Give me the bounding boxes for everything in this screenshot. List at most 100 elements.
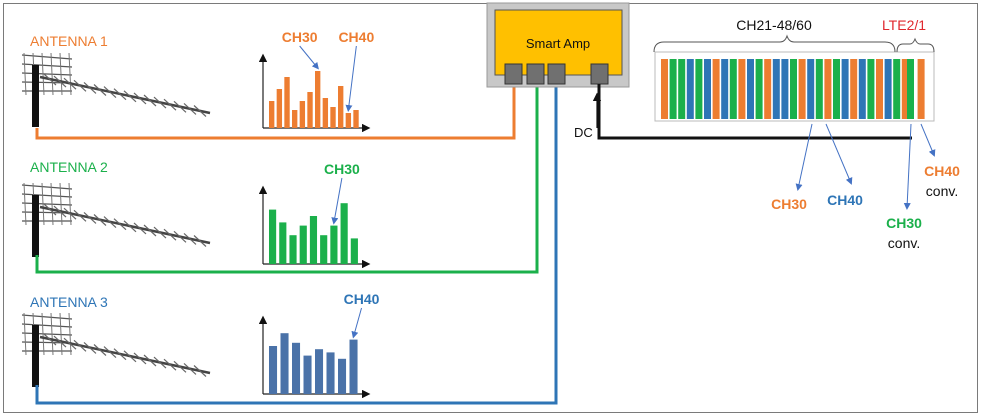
callout-label: CH40 [338, 29, 374, 45]
chart-bar [322, 98, 329, 128]
callout-arrow [331, 177, 343, 225]
out-arrow-ch40-conv [920, 123, 936, 157]
spectrum-channel-bar [721, 59, 729, 119]
chart-bar [269, 209, 277, 264]
spectrum-channel-bar [790, 59, 797, 119]
spectrum-channel-bar [764, 59, 772, 119]
antenna-1-label: ANTENNA 1 [30, 33, 108, 49]
out-ch40-label: CH40 [827, 192, 863, 208]
spectrum-channel-bar [833, 59, 840, 119]
out-ch30-conv-label: CH30 [886, 215, 922, 231]
lte-label: LTE2/1 [882, 17, 926, 33]
spectrum-channel-bar [704, 59, 711, 119]
spectrum-channel-bar [893, 59, 901, 119]
spectrum-channel-bar [850, 59, 858, 119]
chart-bar [299, 225, 307, 264]
antenna-3-icon [21, 312, 211, 387]
out-arrow-ch30 [795, 123, 813, 191]
chart-bar [326, 352, 335, 394]
spectrum-channel-bar [695, 59, 703, 119]
chart-bar [276, 89, 283, 128]
chart-bar [350, 238, 358, 264]
chart-bar [279, 222, 287, 264]
cable-antenna-2 [35, 84, 539, 274]
out-arrow-ch30-conv [903, 123, 912, 210]
chart-bar [320, 235, 328, 264]
spectrum-channel-bar [661, 59, 668, 119]
cable-antenna-1 [35, 84, 516, 140]
chart-bar [292, 110, 298, 128]
range-label: CH21-48/60 [736, 17, 812, 33]
chart-bar [292, 342, 301, 394]
callout-label: CH30 [324, 161, 360, 177]
callout-arrow [299, 45, 319, 70]
callout-label: CH30 [282, 29, 318, 45]
chart-bar [330, 107, 336, 128]
chart-bar [345, 113, 352, 128]
amp-port-1 [504, 63, 523, 85]
spectrum-channel-bar [901, 59, 909, 119]
range-brace [653, 34, 896, 53]
spectrum-channel-bar [867, 59, 875, 119]
chart-bar [349, 339, 358, 394]
lte-channel-bar [907, 59, 914, 119]
cable-antenna-3 [35, 84, 558, 405]
chart-bar [338, 358, 347, 394]
out-ch40-conv-sub: conv. [926, 183, 958, 199]
lte-channel-bar [917, 59, 925, 119]
chart-bar [309, 216, 318, 264]
chart-bar [280, 333, 289, 394]
spectrum-channel-bar [781, 59, 789, 119]
out-ch30-label: CH30 [771, 196, 807, 212]
amp-port-3 [547, 63, 566, 85]
spectrum-channel-bar [858, 59, 866, 119]
chart-bar [269, 346, 278, 394]
antenna-2-label: ANTENNA 2 [30, 159, 108, 175]
chart-bar [340, 203, 348, 264]
spectrum-channel-bar [815, 59, 823, 119]
chart-bar [338, 86, 344, 128]
spectrum-channel-bar [729, 59, 737, 119]
chart-bar [299, 101, 306, 128]
output-cable [597, 84, 912, 140]
dc-label: DC [574, 125, 593, 140]
spectrum-channel-bar [738, 59, 746, 119]
spectrum-channel-bar [841, 59, 849, 119]
spectrum-channel-bar [678, 59, 686, 119]
callout-label: CH40 [344, 291, 380, 307]
antenna-3-label: ANTENNA 3 [30, 294, 108, 310]
spectrum-channel-bar [884, 59, 892, 119]
spectrum-chart-2: CH30 [258, 161, 371, 269]
chart-bar [315, 349, 324, 394]
chart-bar [289, 235, 297, 264]
chart-bar [307, 92, 313, 128]
out-ch30-conv-sub: conv. [888, 235, 920, 251]
spectrum-chart-3: CH40 [258, 291, 380, 399]
smart-amp-label: Smart Amp [526, 36, 590, 51]
chart-bar [330, 225, 338, 264]
spectrum-channel-bar [876, 59, 883, 119]
spectrum-channel-bar [755, 59, 763, 119]
lte-brace [896, 37, 935, 53]
out-arrow-ch40 [825, 123, 853, 185]
chart-bar [284, 77, 290, 128]
amp-port-output [590, 63, 609, 85]
out-ch40-conv-label: CH40 [924, 163, 960, 179]
spectrum-channel-bar [712, 59, 720, 119]
chart-bar [303, 355, 312, 394]
spectrum-channel-bar [772, 59, 780, 119]
spectrum-channel-bar [747, 59, 754, 119]
callout-arrow [345, 45, 357, 112]
antenna-2-icon [21, 182, 211, 257]
spectrum-channel-bar [686, 59, 694, 119]
callout-arrow [351, 307, 363, 339]
spectrum-chart-1: CH30 CH40 [258, 29, 374, 133]
chart-bar [269, 101, 275, 128]
spectrum-channel-bar [807, 59, 815, 119]
antenna-1-icon [21, 52, 211, 127]
spectrum-channel-bar [798, 59, 806, 119]
chart-bar [315, 71, 321, 128]
amp-port-2 [526, 63, 545, 85]
chart-bar [353, 110, 359, 128]
spectrum-channel-bar [824, 59, 832, 119]
